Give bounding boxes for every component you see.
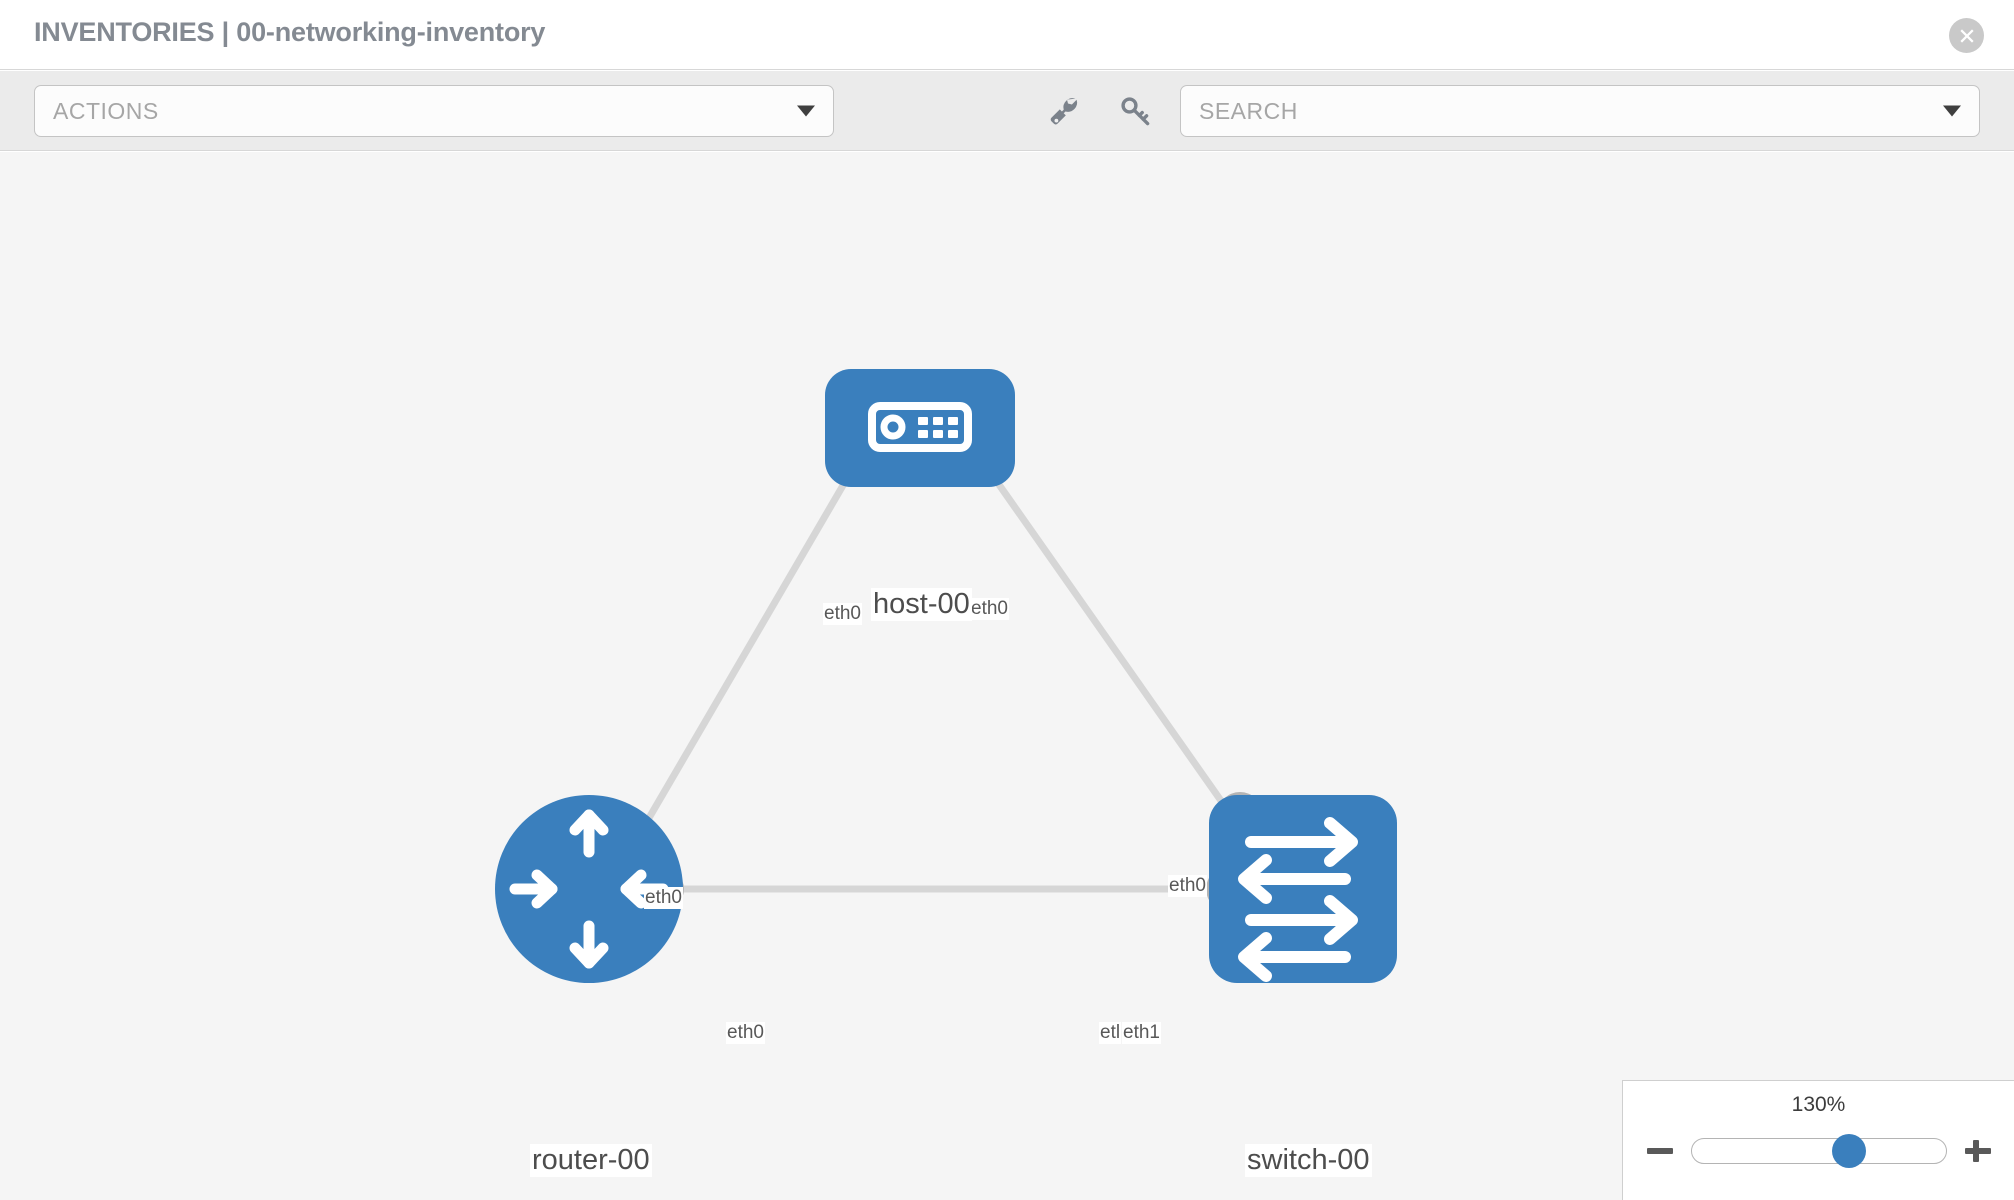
page-title: INVENTORIES | 00-networking-inventory (34, 17, 546, 47)
zoom-out-button[interactable] (1645, 1136, 1675, 1166)
search-input-placeholder: SEARCH (1199, 97, 1298, 124)
topology-canvas[interactable]: eth0 eth0 eth0 eth0 eth0 etl eth1 host-0… (0, 152, 2014, 1200)
iface-label: eth0 (1168, 875, 1207, 897)
zoom-control-panel: 130% (1622, 1080, 2014, 1200)
iface-label: eth1 (1122, 1022, 1161, 1044)
node-label-router: router-00 (530, 1144, 652, 1178)
page-header: INVENTORIES | 00-networking-inventory (0, 0, 2014, 70)
zoom-slider-thumb[interactable] (1832, 1134, 1867, 1168)
close-icon (1959, 28, 1974, 43)
actions-dropdown[interactable]: ACTIONS (34, 85, 834, 137)
wrench-icon[interactable] (1046, 91, 1086, 131)
node-switch-00[interactable] (1209, 795, 1397, 983)
node-label-switch: switch-00 (1245, 1144, 1372, 1178)
toolbar: ACTIONS SEARCH (0, 71, 2014, 151)
iface-label: eth0 (970, 598, 1009, 620)
chevron-down-icon (797, 105, 815, 117)
edge-host-switch[interactable] (952, 419, 1253, 845)
zoom-slider-track[interactable] (1691, 1134, 1947, 1168)
chevron-down-icon (1943, 105, 1961, 117)
iface-label: eth0 (823, 603, 862, 625)
iface-label: eth0 (644, 887, 683, 909)
close-button[interactable] (1949, 18, 1984, 53)
edge-group (631, 419, 1253, 893)
topology-graph (495, 369, 1397, 983)
node-host-00[interactable] (825, 369, 1015, 487)
key-icon[interactable] (1115, 91, 1155, 131)
host-icon (868, 402, 972, 452)
iface-label: etl (1099, 1022, 1122, 1044)
zoom-in-button[interactable] (1963, 1136, 1993, 1166)
actions-dropdown-label: ACTIONS (53, 97, 159, 124)
search-dropdown[interactable]: SEARCH (1180, 85, 1980, 137)
iface-label: eth0 (726, 1022, 765, 1044)
edge-host-router[interactable] (631, 420, 884, 844)
node-label-host: host-00 (871, 588, 972, 622)
zoom-slider-row (1623, 1129, 2014, 1173)
zoom-level-value: 130% (1791, 1093, 1846, 1116)
switch-icon (1238, 817, 1358, 982)
